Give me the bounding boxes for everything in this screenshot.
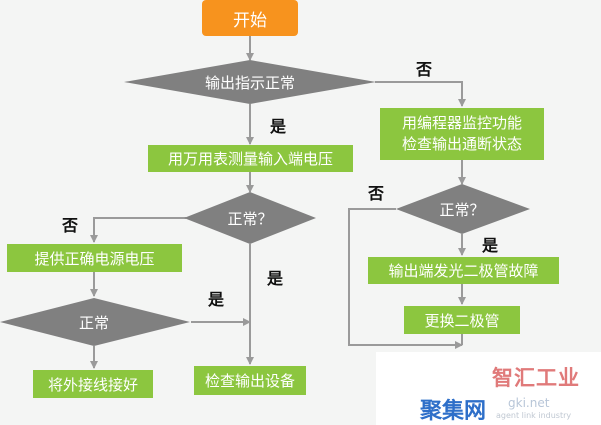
edge-d4-loop (348, 208, 463, 349)
watermark-logo-tagline: agent link industry (496, 411, 572, 420)
watermark-logo-sub: gki.net (508, 396, 550, 410)
label-d3-yes: 是 (207, 290, 224, 309)
decision-d4-label: 正常？ (439, 200, 485, 219)
label-d4-yes: 是 (481, 236, 498, 255)
check-device-node: 检查输出设备 (194, 366, 306, 395)
decision-d2-label: 正常？ (227, 209, 273, 228)
start-node: 开始 (202, 0, 298, 36)
label-d2-yes: 是 (266, 269, 283, 288)
fault-node: 输出端发光二极管故障 (368, 257, 559, 284)
replace-node: 更换二极管 (404, 306, 520, 334)
decision-d3-shape (0, 298, 190, 346)
watermark-logo-main: 聚集网 (420, 399, 487, 424)
edge-d1-programmer (375, 81, 466, 107)
wiring-node: 将外接线接好 (33, 370, 153, 398)
decision-d2-shape (184, 192, 316, 244)
programmer-node: 用编程器监控功能 检查输出通断状态 (380, 108, 544, 160)
label-d1-yes: 是 (269, 117, 286, 136)
measure-node: 用万用表测量输入端电压 (148, 145, 353, 172)
programmer-line2: 检查输出通断状态 (401, 135, 522, 153)
decision-d1-shape (124, 60, 376, 104)
watermark-area (376, 352, 601, 425)
label-d4-no: 否 (367, 184, 384, 203)
decision-d4-shape (396, 184, 530, 234)
decision-d1-label: 输出指示正常 (204, 73, 295, 92)
decision-d3-label: 正常 (78, 313, 109, 332)
programmer-line1: 用编程器监控功能 (401, 114, 522, 132)
watermark-logo-top: 智汇工业 (492, 366, 580, 390)
label-d2-no: 否 (61, 216, 78, 235)
supply-node: 提供正确电源电压 (7, 244, 182, 272)
label-d1-no: 否 (415, 60, 432, 79)
edge-d2-supply (90, 217, 186, 243)
